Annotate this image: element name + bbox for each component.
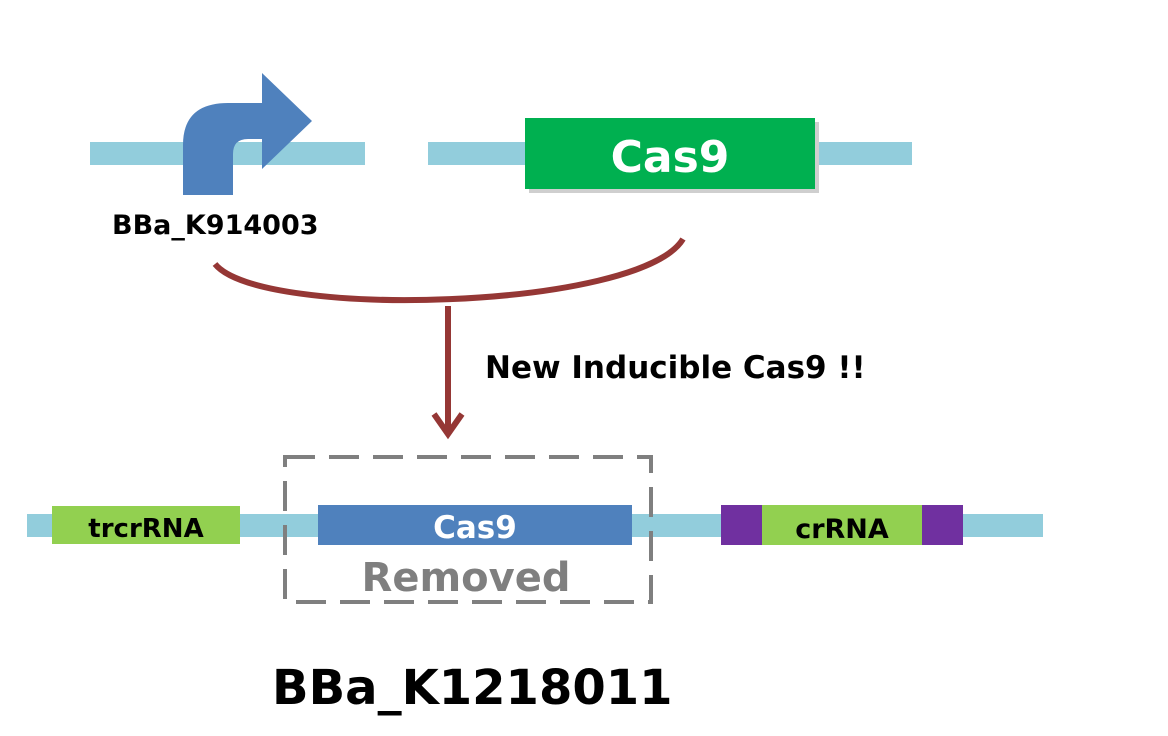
cas9-removed-part-label: Cas9 xyxy=(433,510,517,546)
merge-arrow-head-icon xyxy=(431,412,465,440)
trcrrna-part-label: trcrRNA xyxy=(88,514,203,544)
arrow-note: New Inducible Cas9 !! xyxy=(485,350,866,386)
crrna-part-label: crRNA xyxy=(795,514,889,545)
removed-region-box xyxy=(283,455,653,604)
crrna-part-box xyxy=(762,505,922,545)
cas9-gene-box xyxy=(525,118,815,189)
part-id-label: BBa_K1218011 xyxy=(272,660,673,716)
spacer-block-left xyxy=(721,505,762,545)
cas9-removed-part-box xyxy=(318,505,632,545)
spacer-block-right xyxy=(922,505,963,545)
promoter-label: BBa_K914003 xyxy=(112,210,319,241)
merge-curve xyxy=(212,237,686,303)
trcrrna-part-box xyxy=(52,506,240,544)
cas9-gene-label: Cas9 xyxy=(611,132,730,183)
removed-label: Removed xyxy=(362,555,571,601)
promoter-arrow-icon xyxy=(183,73,312,195)
